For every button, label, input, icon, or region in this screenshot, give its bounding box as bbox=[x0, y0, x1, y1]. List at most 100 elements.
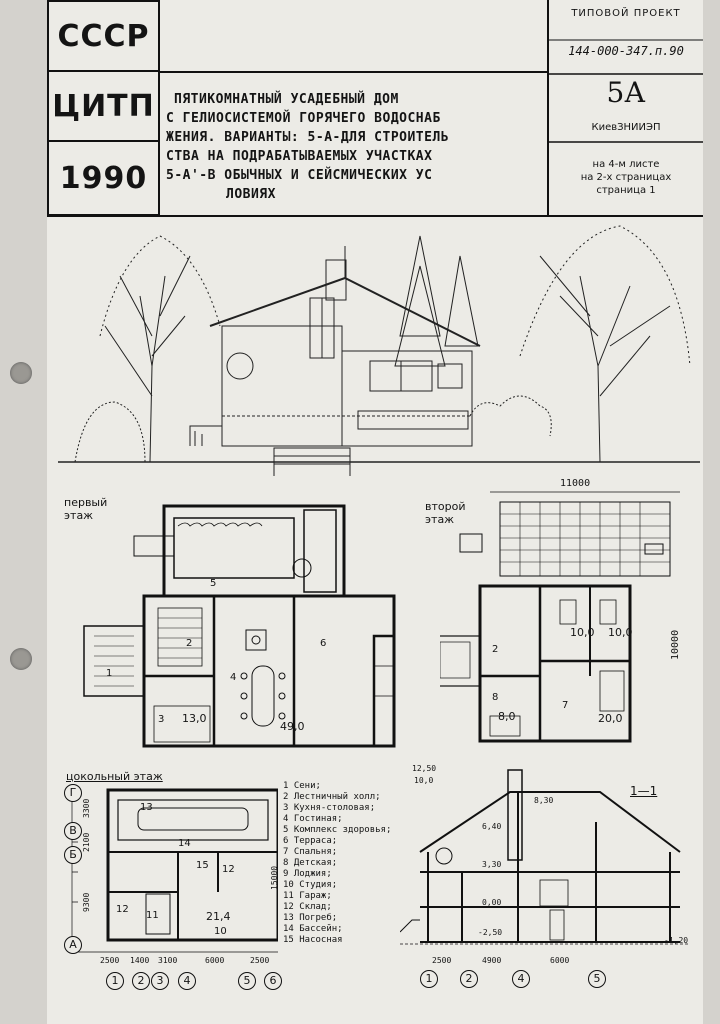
room-number: 3 bbox=[158, 714, 165, 725]
second-floor-title-line: этаж bbox=[425, 513, 455, 526]
room-area: 13,0 bbox=[182, 712, 207, 725]
project-number: 144-000-347.п.90 bbox=[568, 44, 684, 58]
section-drawing bbox=[400, 769, 690, 945]
first-floor-title-line: первый bbox=[64, 496, 108, 509]
legend-item: 13 Погреб; bbox=[283, 913, 338, 923]
dimension-label: 2500 bbox=[250, 956, 270, 965]
room-number: 8 bbox=[492, 692, 499, 703]
legend-item: 5 Комплекс здоровья; bbox=[283, 825, 392, 835]
sheet-info-line: страница 1 bbox=[596, 185, 656, 196]
sheet-code: 5А bbox=[606, 76, 646, 109]
room-number: 14 bbox=[178, 838, 191, 849]
level-mark: -1,20 bbox=[664, 936, 689, 945]
legend-item: 11 Гараж; bbox=[283, 891, 332, 901]
second-floor-title: второй этаж bbox=[425, 500, 465, 526]
project-label: ТИПОВОЙ ПРОЕКТ bbox=[571, 8, 681, 19]
sheet-info: на 4-м листе на 2-х страницах страница 1 bbox=[550, 158, 702, 197]
dimension-label: 2500 bbox=[432, 956, 452, 965]
first-floor-title: первый этаж bbox=[64, 496, 107, 522]
room-number: 5 bbox=[210, 578, 217, 589]
axis-marker-row: Б bbox=[64, 846, 82, 864]
room-legend: 1 Сени; 2 Лестничный холл; 3 Кухня-столо… bbox=[283, 781, 391, 946]
axis-marker-col: 4 bbox=[512, 970, 530, 988]
axis-marker-col: 5 bbox=[588, 970, 606, 988]
binder-hole bbox=[10, 362, 32, 384]
axis-marker-col: 2 bbox=[132, 972, 150, 990]
level-mark: 6,40 bbox=[482, 822, 502, 831]
legend-item: 2 Лестничный холл; bbox=[283, 792, 381, 802]
room-area: 21,4 bbox=[206, 910, 231, 923]
title-line: ПЯТИКОМНАТНЫЙ УСАДЕБНЫЙ ДОМ bbox=[174, 92, 399, 107]
room-number: 6 bbox=[320, 638, 327, 649]
legend-item: 1 Сени; bbox=[283, 781, 321, 791]
room-number: 4 bbox=[230, 672, 237, 683]
room-area: 10,0 bbox=[570, 626, 595, 639]
first-floor-plan bbox=[83, 504, 396, 748]
legend-item: 6 Терраса; bbox=[283, 836, 338, 846]
legend-item: 12 Склад; bbox=[283, 902, 332, 912]
basement-plan bbox=[68, 788, 278, 953]
legend-item: 14 Бассейн; bbox=[283, 924, 343, 934]
axis-marker-row: А bbox=[64, 936, 82, 954]
room-area: 10,0 bbox=[608, 626, 633, 639]
legend-item: 3 Кухня-столовая; bbox=[283, 803, 376, 813]
legend-item: 15 Насосная bbox=[283, 935, 343, 945]
second-floor-title-line: второй bbox=[425, 500, 466, 513]
level-mark: 12,50 bbox=[412, 764, 437, 773]
title-line: ЖЕНИЯ. ВАРИАНТЫ: 5-А-ДЛЯ СТРОИТЕЛЬ bbox=[166, 130, 450, 145]
second-floor-plan bbox=[440, 491, 680, 743]
title-line: 5-А'-В ОБЫЧНЫХ И СЕЙСМИЧЕСКИХ УС bbox=[166, 168, 433, 183]
title-line: ЛОВИЯХ bbox=[226, 187, 276, 202]
sheet-stamp: ТИПОВОЙ ПРОЕКТ 144-000-347.п.90 5А КиевЗ… bbox=[550, 0, 702, 216]
room-number: 10 bbox=[214, 926, 227, 937]
dimension-label: 3300 bbox=[82, 798, 91, 818]
room-number: 7 bbox=[562, 700, 569, 711]
room-area: 20,0 bbox=[598, 712, 623, 725]
level-mark: 3,30 bbox=[482, 860, 502, 869]
dimension-label: 4900 bbox=[482, 956, 502, 965]
room-number: 12 bbox=[222, 864, 235, 875]
axis-marker-col: 5 bbox=[238, 972, 256, 990]
axis-marker-col: 1 bbox=[106, 972, 124, 990]
dimension-label: 2100 bbox=[82, 832, 91, 852]
dimension-label: 9300 bbox=[82, 892, 91, 912]
legend-item: 9 Лоджия; bbox=[283, 869, 332, 879]
legend-item: 4 Гостиная; bbox=[283, 814, 343, 824]
dimension-label: 6000 bbox=[550, 956, 570, 965]
axis-marker-col: 3 bbox=[151, 972, 169, 990]
first-floor-title-line: этаж bbox=[64, 509, 94, 522]
title-line: С ГЕЛИОСИСТЕМОЙ ГОРЯЧЕГО ВОДОСНАБ bbox=[166, 111, 441, 126]
house-elevation-drawing bbox=[58, 225, 700, 476]
axis-marker-col: 1 bbox=[420, 970, 438, 988]
dimension-label: 2500 bbox=[100, 956, 120, 965]
binder-hole bbox=[10, 648, 32, 670]
drawing-sheet bbox=[47, 0, 703, 1024]
dimension-label: 3100 bbox=[158, 956, 178, 965]
room-area: 49,0 bbox=[280, 720, 305, 733]
sheet-info-line: на 4-м листе bbox=[592, 159, 660, 170]
dimension-label: 6000 bbox=[205, 956, 225, 965]
section-title: 1—1 bbox=[630, 784, 658, 798]
organization: КиевЗНИИЭП bbox=[591, 122, 661, 133]
dimension-label: 11000 bbox=[560, 478, 591, 489]
legend-item: 8 Детская; bbox=[283, 858, 338, 868]
room-number: 1 bbox=[106, 668, 113, 679]
level-mark: 0,00 bbox=[482, 898, 502, 907]
axis-marker-row: В bbox=[64, 822, 82, 840]
dimension-label: 15000 bbox=[270, 865, 279, 890]
room-number: 11 bbox=[146, 910, 159, 921]
level-mark: 8,30 bbox=[534, 796, 554, 805]
header-frame bbox=[47, 0, 703, 217]
room-number: 2 bbox=[492, 644, 499, 655]
basement-title: цокольный этаж bbox=[66, 770, 163, 783]
project-title: ПЯТИКОМНАТНЫЙ УСАДЕБНЫЙ ДОМ С ГЕЛИОСИСТЕ… bbox=[166, 90, 602, 222]
level-mark: -2,50 bbox=[478, 928, 503, 937]
axis-marker-col: 4 bbox=[178, 972, 196, 990]
title-line: СТВА НА ПОДРАБАТЫВАЕМЫХ УЧАСТКАХ bbox=[166, 149, 433, 164]
level-mark: 10,0 bbox=[414, 776, 434, 785]
sheet-info-line: на 2-х страницах bbox=[580, 172, 672, 183]
dimension-label: 1400 bbox=[130, 956, 150, 965]
room-number: 13 bbox=[140, 802, 153, 813]
axis-marker-col: 6 bbox=[264, 972, 282, 990]
room-number: 2 bbox=[186, 638, 193, 649]
